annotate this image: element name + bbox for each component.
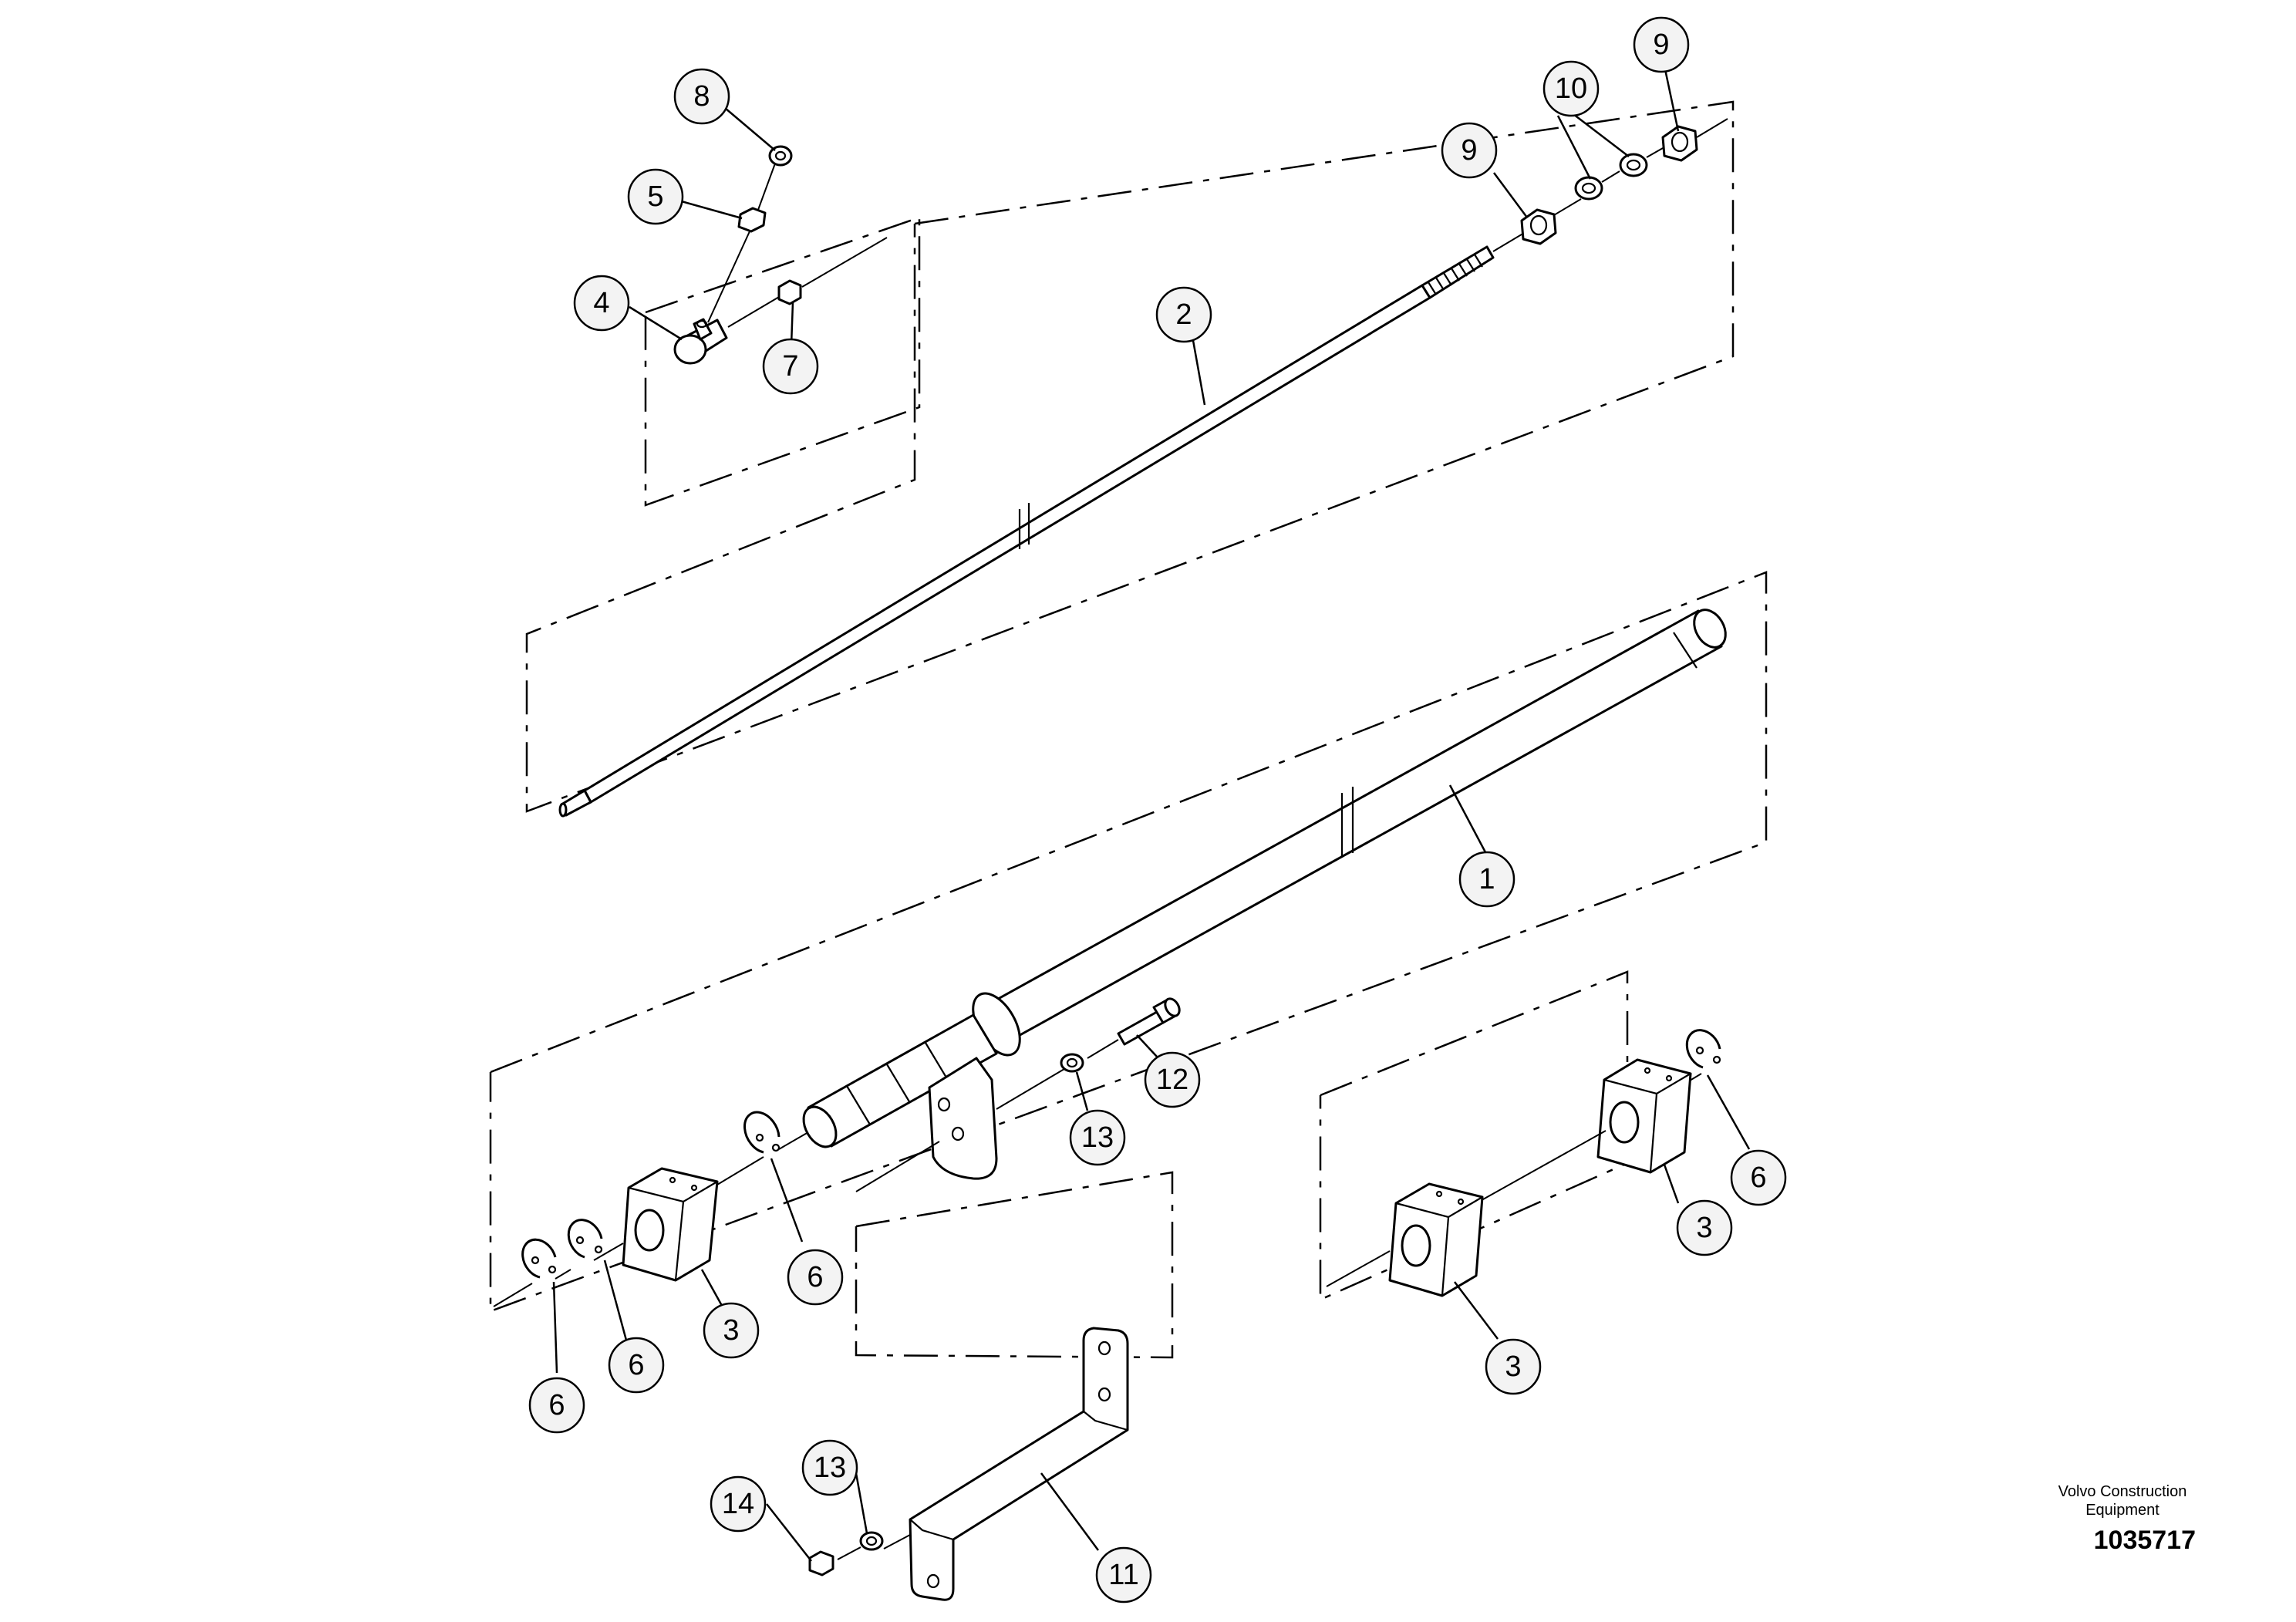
washer-part-10-left [1574, 176, 1603, 201]
callout-13-lower: 13 [801, 1439, 858, 1496]
washer-part-13-upper [1060, 1053, 1084, 1073]
svg-text:8: 8 [693, 80, 710, 113]
svg-text:3: 3 [1505, 1351, 1521, 1383]
bearing-block-part-3-lower-right [1388, 1182, 1484, 1297]
nut-part-14 [808, 1550, 834, 1576]
callout-5: 5 [627, 168, 684, 225]
callout-2: 2 [1155, 286, 1212, 343]
upper-assembly-dashed-outline [525, 100, 1735, 813]
svg-text:6: 6 [628, 1349, 644, 1381]
svg-text:9: 9 [1653, 29, 1669, 61]
callout-13-upper: 13 [1069, 1109, 1126, 1166]
ball-joint-part-4 [673, 318, 728, 365]
shaft-part-1 [802, 609, 1727, 1192]
svg-text:13: 13 [1081, 1121, 1114, 1154]
svg-text:6: 6 [1750, 1162, 1766, 1194]
bearing-block-part-3-upper-right [1596, 1058, 1692, 1174]
callout-6-c: 6 [528, 1377, 585, 1434]
circlip-part-6-middle [567, 1219, 603, 1259]
callout-3-upper-right: 3 [1676, 1199, 1733, 1256]
circlip-part-6-right [1685, 1029, 1721, 1069]
bolt-part-12 [1117, 997, 1181, 1046]
nut-part-7 [777, 279, 802, 305]
callout-6-a: 6 [787, 1249, 844, 1306]
callout-8: 8 [673, 68, 730, 125]
circlip-part-6-upper [743, 1111, 781, 1154]
washer-part-8 [768, 145, 793, 167]
rod-part-2 [558, 198, 1582, 818]
brand-line-1: Volvo Construction [2058, 1483, 2187, 1500]
callout-7: 7 [762, 338, 819, 395]
svg-text:12: 12 [1156, 1064, 1188, 1096]
callout-6-b: 6 [608, 1337, 665, 1394]
washer-part-13-lower [859, 1531, 884, 1551]
callout-14: 14 [710, 1475, 767, 1533]
svg-text:1: 1 [1478, 863, 1495, 895]
tie-rod-end-dashed-outline [644, 216, 921, 507]
svg-text:6: 6 [548, 1389, 565, 1421]
lower-assembly-dashed-outline [489, 571, 1768, 1313]
brand-label: Volvo Construction Equipment [2022, 1482, 2223, 1519]
nut-part-9-lower [1520, 208, 1557, 245]
svg-text:2: 2 [1175, 298, 1192, 331]
svg-text:6: 6 [807, 1261, 823, 1293]
svg-text:10: 10 [1555, 73, 1587, 105]
callout-9-lower: 9 [1441, 122, 1498, 179]
brand-line-2: Equipment [2085, 1502, 2159, 1519]
svg-text:11: 11 [1108, 1559, 1138, 1591]
callout-4: 4 [573, 275, 630, 332]
bracket-part-11 [909, 1327, 1129, 1601]
document-number: 1035717 [2093, 1526, 2196, 1555]
callout-10: 10 [1542, 60, 1600, 117]
washer-part-10-right [1619, 153, 1648, 177]
svg-text:9: 9 [1461, 134, 1477, 167]
callout-3-left: 3 [703, 1302, 760, 1359]
svg-text:7: 7 [782, 350, 798, 383]
svg-text:4: 4 [593, 287, 609, 319]
callout-12: 12 [1144, 1051, 1201, 1108]
callout-3-lower-right: 3 [1485, 1338, 1542, 1395]
svg-text:3: 3 [723, 1314, 739, 1347]
nut-part-5 [737, 207, 767, 233]
bracket-dashed-outline [855, 1171, 1174, 1359]
svg-text:5: 5 [647, 180, 663, 213]
callout-6-d: 6 [1730, 1149, 1787, 1206]
svg-text:14: 14 [722, 1488, 754, 1520]
callout-1: 1 [1458, 851, 1515, 908]
callout-9-upper: 9 [1633, 16, 1690, 73]
callout-11: 11 [1095, 1546, 1152, 1603]
circlip-part-6-lower [521, 1238, 557, 1279]
bearing-block-part-3-left [622, 1167, 719, 1282]
svg-text:3: 3 [1696, 1212, 1712, 1244]
nut-part-9-upper [1661, 125, 1698, 162]
svg-text:13: 13 [814, 1452, 846, 1484]
